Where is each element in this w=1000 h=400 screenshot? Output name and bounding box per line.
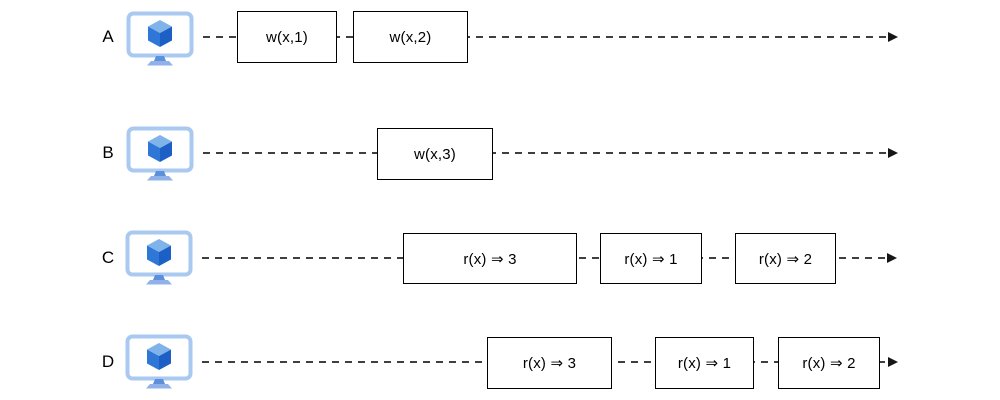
process-label-a: A — [102, 27, 114, 46]
operation-label: w(x,3) — [413, 145, 457, 163]
operation-label: r(x) ⇒ 1 — [677, 355, 732, 372]
operation-box: r(x) ⇒ 1 — [600, 233, 702, 284]
operation-box: r(x) ⇒ 2 — [778, 337, 880, 389]
operation-box: r(x) ⇒ 3 — [403, 233, 577, 284]
operation-box: r(x) ⇒ 3 — [487, 337, 612, 389]
operation-box: w(x,1) — [237, 11, 337, 63]
operation-label: w(x,2) — [389, 28, 432, 46]
timeline-arrowhead-c — [887, 253, 897, 263]
operation-label: r(x) ⇒ 1 — [624, 250, 678, 268]
operation-label: w(x,1) — [265, 28, 309, 46]
operation-box: r(x) ⇒ 2 — [735, 233, 836, 284]
timeline-arrowhead-a — [888, 32, 898, 42]
computer-icon — [126, 126, 194, 181]
process-label-b: B — [102, 143, 114, 162]
operation-label: r(x) ⇒ 2 — [802, 355, 856, 372]
operation-label: r(x) ⇒ 3 — [463, 250, 517, 268]
timeline-arrowhead-d — [888, 357, 898, 367]
operation-label: r(x) ⇒ 3 — [522, 355, 577, 372]
process-label-c: C — [101, 248, 115, 267]
computer-icon — [126, 11, 194, 66]
operation-label: r(x) ⇒ 2 — [758, 250, 813, 268]
computer-icon — [125, 334, 193, 389]
timeline-line-b — [203, 152, 887, 154]
operation-box: r(x) ⇒ 1 — [655, 337, 754, 389]
computer-icon — [125, 230, 193, 285]
timeline-line-a — [203, 36, 887, 38]
operation-box: w(x,3) — [377, 128, 493, 180]
process-label-d: D — [101, 352, 115, 371]
timeline-arrowhead-b — [888, 148, 898, 158]
operation-box: w(x,2) — [353, 11, 468, 63]
